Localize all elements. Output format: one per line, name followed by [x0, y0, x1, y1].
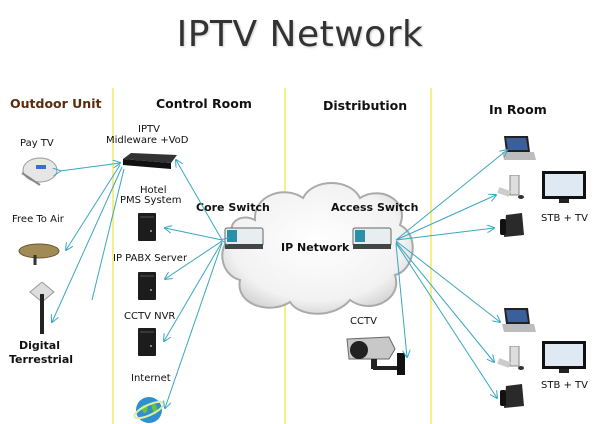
stb-tv-label: STB + TV — [541, 380, 589, 391]
satellite-dish-icon[interactable] — [18, 155, 58, 189]
ip-phone-icon[interactable] — [498, 384, 526, 410]
access-switch-icon[interactable] — [351, 224, 393, 252]
laptop-icon[interactable] — [500, 308, 536, 334]
iptv-label-1: IPTV — [138, 124, 160, 135]
middleware-server-rack-icon[interactable] — [123, 153, 177, 171]
arrow-core-nvr — [164, 241, 223, 341]
diagram-title: IPTV Network — [176, 14, 424, 55]
arrow-middleware-terrestrial — [52, 166, 123, 322]
arrow-access-phone-1 — [395, 228, 494, 241]
column-divider — [430, 88, 432, 424]
column-divider — [112, 88, 114, 424]
stb-tv-label: STB + TV — [541, 213, 589, 224]
iptv-label-2: Midleware +VoD — [106, 135, 189, 146]
arrow-access-laptop-1 — [395, 150, 507, 241]
arrow-core-pabx — [165, 240, 223, 279]
cctv-nvr-label: CCTV NVR — [124, 311, 176, 322]
free-to-air-label: Free To Air — [12, 214, 64, 225]
cctv-camera-icon[interactable] — [343, 333, 411, 381]
arrow-access-laptop-2 — [395, 240, 500, 322]
arrow-access-phone-2 — [395, 242, 497, 398]
set-top-box-icon[interactable] — [496, 346, 526, 372]
pabx-label: IP PABX Server — [113, 253, 188, 264]
digital-terrestrial-label-1: Digital — [19, 339, 60, 352]
arrow-access-cctv — [395, 243, 407, 357]
flat-satellite-dish-icon[interactable] — [17, 237, 62, 267]
arrow-middleware-down — [91, 168, 125, 301]
arrow-paytv-middleware — [60, 163, 120, 171]
nvr-server-tower-icon[interactable] — [136, 326, 158, 358]
pay-tv-label: Pay TV — [20, 138, 54, 149]
pms-server-tower-icon[interactable] — [136, 211, 158, 243]
arrow-access-stb-2 — [395, 241, 494, 362]
arrow-core-pms — [165, 228, 222, 240]
television-icon[interactable] — [541, 170, 587, 206]
column-header-distribution: Distribution — [323, 98, 408, 113]
television-icon[interactable] — [541, 340, 587, 376]
arrow-core-internet — [165, 242, 223, 408]
arrow-middleware-freetoair — [66, 164, 121, 250]
pabx-server-tower-icon[interactable] — [136, 270, 158, 302]
column-header-control-room: Control Room — [156, 96, 252, 111]
column-header-outdoor-unit: Outdoor Unit — [10, 96, 102, 111]
arrow-access-stb-1 — [395, 195, 496, 241]
column-header-in-room: In Room — [489, 102, 547, 117]
core-switch-label: Core Switch — [196, 201, 270, 214]
digital-terrestrial-label-2: Terrestrial — [9, 353, 74, 366]
terrestrial-antenna-icon[interactable] — [28, 282, 56, 334]
set-top-box-icon[interactable] — [496, 175, 526, 201]
access-switch-label: Access Switch — [331, 201, 419, 214]
ip-phone-icon[interactable] — [498, 213, 526, 239]
ip-network-cloud-icon — [221, 182, 414, 315]
laptop-icon[interactable] — [500, 136, 536, 162]
cctv-label: CCTV — [350, 316, 377, 327]
pms-label-1: Hotel — [140, 185, 167, 196]
pms-label-2: PMS System — [120, 195, 182, 206]
internet-globe-icon[interactable] — [133, 393, 165, 424]
internet-label: Internet — [131, 373, 171, 384]
ip-network-label: IP Network — [281, 241, 350, 254]
arrow-core-middleware — [176, 160, 223, 241]
